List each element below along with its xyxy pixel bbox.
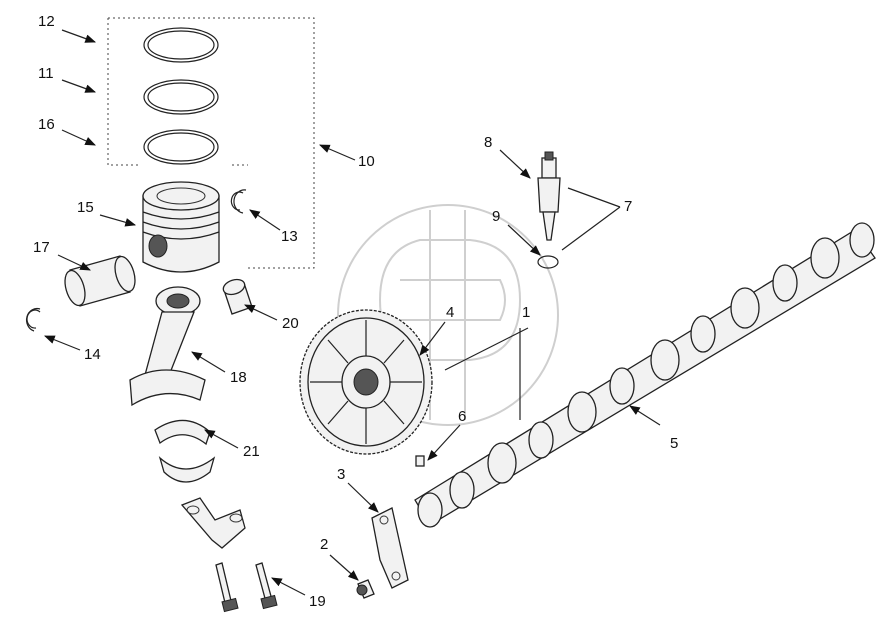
rod-bearing-lower bbox=[158, 456, 216, 483]
rod-bolt-right bbox=[255, 562, 278, 610]
callout-15: 15 bbox=[77, 199, 94, 216]
callout-3: 3 bbox=[337, 466, 346, 483]
callout-10: 10 bbox=[358, 153, 375, 170]
small-end-bushing bbox=[222, 278, 253, 315]
callout-13: 13 bbox=[281, 228, 298, 245]
callout-4: 4 bbox=[446, 304, 455, 321]
callout-20: 20 bbox=[282, 315, 299, 332]
callout-2: 2 bbox=[320, 536, 329, 553]
fuel-injector bbox=[537, 151, 561, 241]
injector-seal-ring bbox=[537, 255, 559, 269]
snap-ring-right bbox=[230, 189, 247, 214]
callout-11: 11 bbox=[38, 65, 54, 82]
piston-ring-oil bbox=[143, 129, 219, 165]
callout-12: 12 bbox=[38, 13, 55, 30]
callout-5: 5 bbox=[670, 435, 679, 452]
piston bbox=[142, 181, 220, 273]
camshaft bbox=[414, 222, 876, 528]
callout-8: 8 bbox=[484, 134, 493, 151]
ring-set-bracket bbox=[107, 17, 315, 269]
camshaft-gear bbox=[299, 309, 433, 455]
rod-bolt-left bbox=[215, 562, 239, 613]
dowel-pin bbox=[415, 455, 425, 467]
piston-pin bbox=[64, 255, 136, 307]
connecting-rod-cap bbox=[180, 497, 246, 549]
callout-18: 18 bbox=[230, 369, 247, 386]
callout-14: 14 bbox=[84, 346, 101, 363]
callout-17: 17 bbox=[33, 239, 50, 256]
connecting-rod bbox=[129, 286, 206, 407]
piston-ring-top bbox=[143, 27, 219, 63]
piston-ring-second bbox=[143, 79, 219, 115]
thrust-plate-bolt bbox=[356, 579, 375, 599]
callout-9: 9 bbox=[492, 208, 501, 225]
callout-21: 21 bbox=[243, 443, 260, 460]
callout-7: 7 bbox=[624, 198, 633, 215]
callout-6: 6 bbox=[458, 408, 467, 425]
thrust-plate bbox=[371, 507, 409, 589]
callout-19: 19 bbox=[309, 593, 326, 610]
callout-1: 1 bbox=[522, 304, 531, 321]
callout-16: 16 bbox=[38, 116, 55, 133]
snap-ring-left bbox=[25, 307, 41, 332]
rod-bearing-upper bbox=[154, 419, 211, 446]
callout-arrows bbox=[43, 29, 661, 596]
